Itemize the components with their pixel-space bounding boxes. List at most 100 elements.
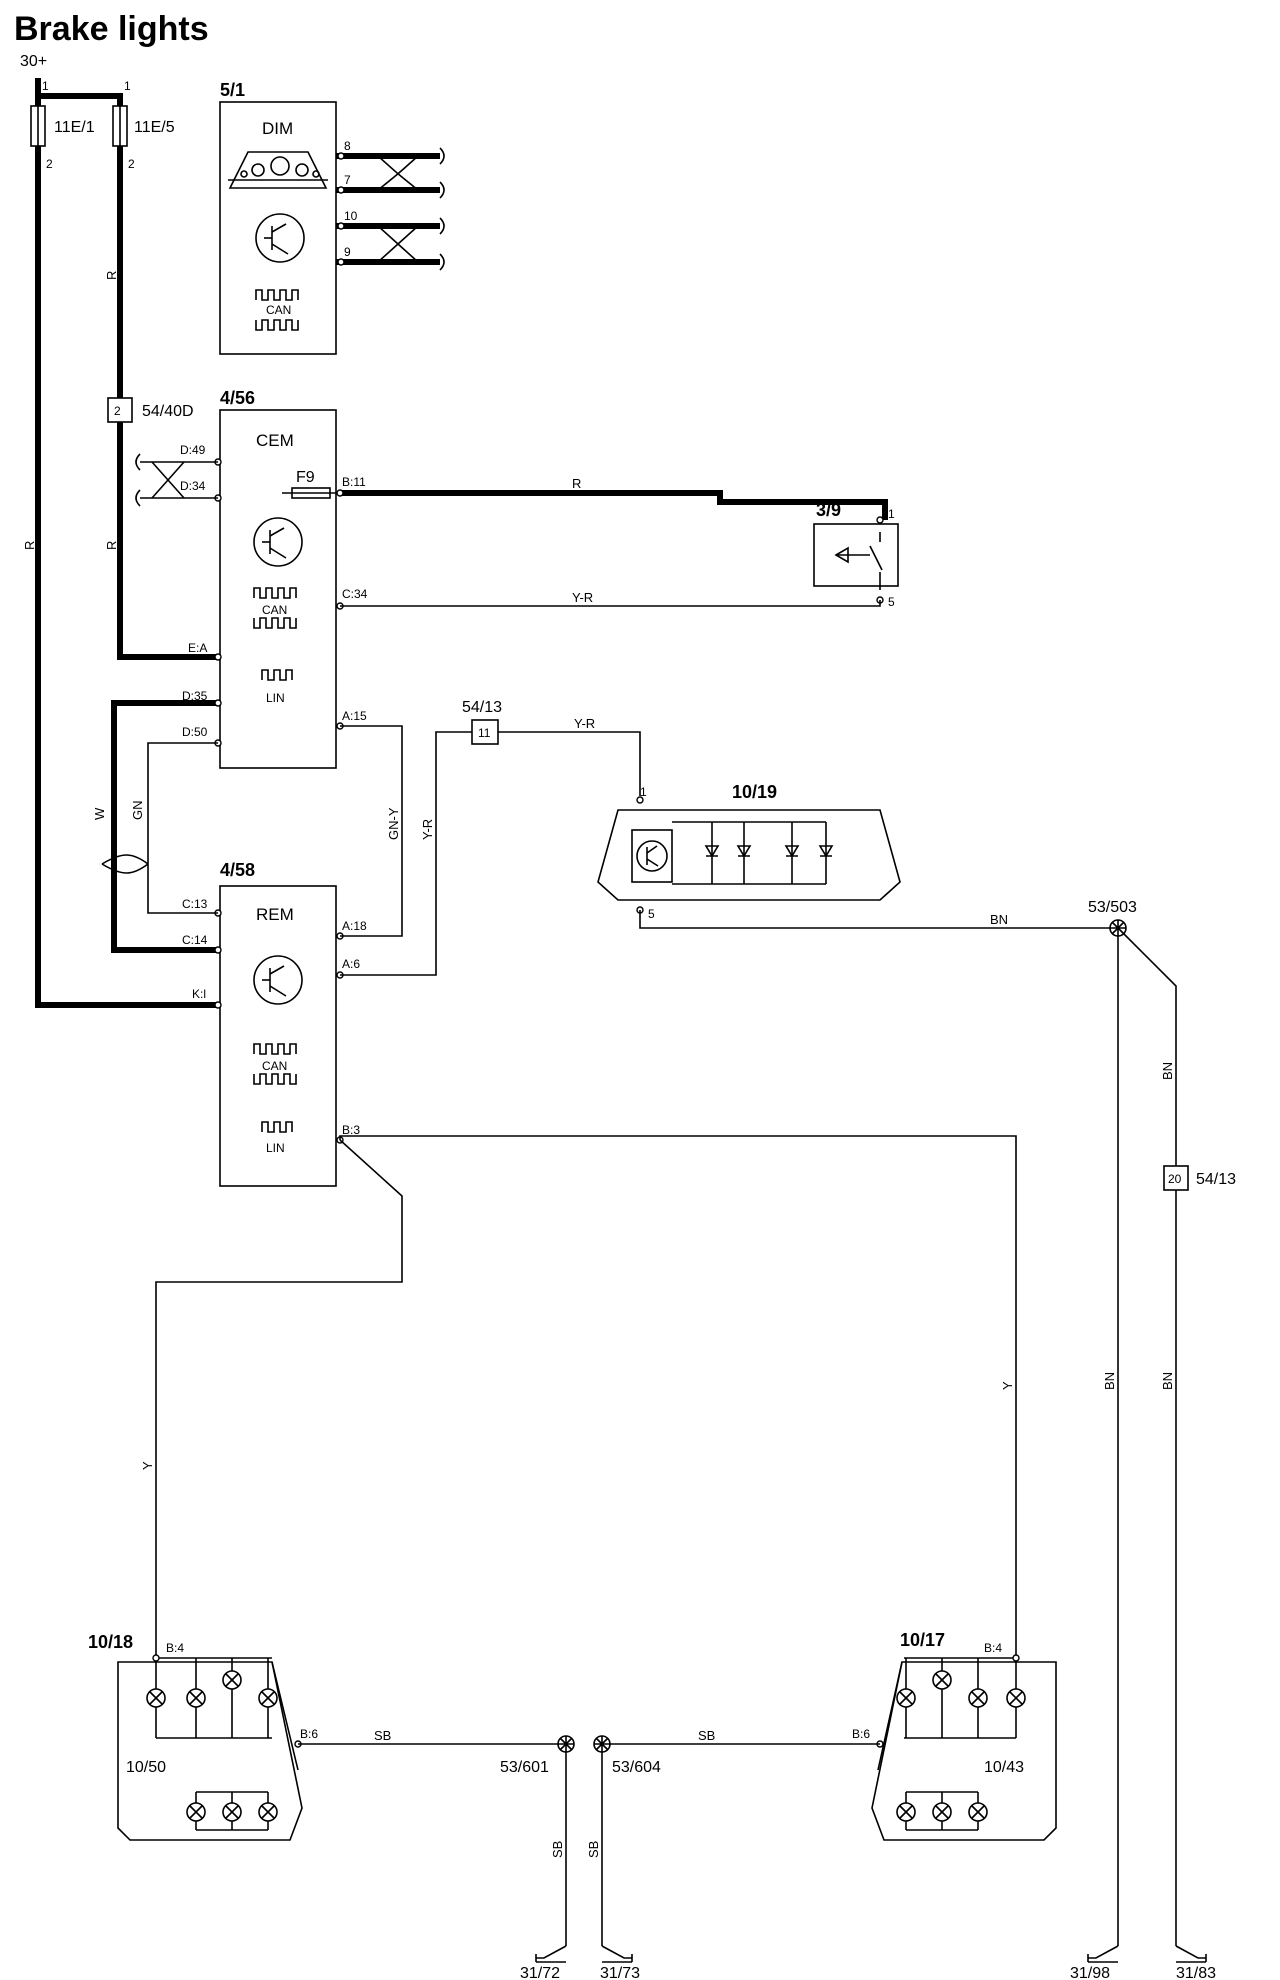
connector-54-13-pin-11: 11 54/13 [462, 699, 502, 745]
cem-pin-d35: D:35 [182, 689, 208, 703]
rem-can-label: CAN [262, 1059, 287, 1073]
cem-pin-d49: D:49 [180, 443, 206, 457]
splice-53-503: 53/503 [1088, 899, 1137, 937]
fuse-11e1-pin-bottom: 2 [46, 157, 53, 171]
supply-wires [35, 93, 888, 1008]
left-rear-lamp: 10/18 B:4 B:6 10/50 [88, 1632, 318, 1841]
wire-bn-54-13 [1123, 933, 1177, 1166]
lin-bus-icon: LIN [261, 669, 293, 705]
wire-y-r-highstop [498, 731, 641, 796]
wire-label-y-1: Y [140, 1461, 155, 1470]
cem-pin-d34: D:34 [180, 479, 206, 493]
wire-c34-switch [340, 600, 881, 607]
left-lamp-pin-b4: B:4 [166, 1641, 184, 1655]
rem-name: REM [256, 905, 294, 924]
wire-label-r-3: R [104, 541, 119, 550]
left-lamp-inner-label: 10/50 [126, 1759, 166, 1776]
high-stop-ref: 10/19 [732, 782, 777, 802]
wire-label-bn-4: BN [1160, 1372, 1175, 1390]
brake-switch-pin-5: 5 [888, 595, 895, 609]
led-icon-2 [736, 822, 752, 884]
bulb-icon [222, 1792, 242, 1830]
bulb-icon [258, 1792, 278, 1830]
led-icon-4 [818, 822, 834, 884]
fuse-11e1: 1 2 11E/1 [30, 78, 95, 171]
high-mount-stop-lamp: 10/19 1 5 [597, 782, 901, 921]
cem-name: CEM [256, 431, 294, 450]
wire-gn-cem-rem [101, 742, 218, 914]
dim-ref: 5/1 [220, 80, 245, 100]
transistor-icon [253, 517, 303, 567]
bulb-icon [968, 1658, 988, 1738]
dim-module: 5/1 DIM CAN [219, 80, 445, 355]
rem-pin-b3: B:3 [342, 1123, 360, 1137]
wire-label-sb-3: SB [550, 1841, 565, 1858]
cem-can-stubs [135, 453, 218, 507]
cem-pin-dots [214, 458, 344, 747]
brake-light-switch: 3/9 1 5 [813, 500, 899, 609]
ground-31-72-label: 31/72 [520, 1965, 560, 1980]
bulb-icon [222, 1658, 242, 1738]
wire-y-r-rem [340, 731, 472, 976]
dim-pin-7: 7 [344, 173, 351, 187]
instrument-cluster-icon [228, 151, 328, 189]
bulb-icon [186, 1792, 206, 1830]
cem-pin-c34: C:34 [342, 587, 368, 601]
splice-53-601: 53/601 [500, 1735, 575, 1776]
ground-31-98-label: 31/98 [1070, 1965, 1110, 1980]
cem-fuse-label: F9 [296, 469, 315, 486]
bulb-icon [186, 1658, 206, 1738]
wire-label-y-2: Y [1000, 1381, 1015, 1390]
rem-ref: 4/58 [220, 860, 255, 880]
bulb-icon [896, 1658, 916, 1738]
wire-label-y-r-2: Y-R [420, 819, 435, 840]
bulb-icon [932, 1792, 952, 1830]
left-lamp-ref: 10/18 [88, 1632, 133, 1652]
wire-label-gn-y: GN-Y [386, 807, 401, 840]
fuse-11e1-pin-top: 1 [42, 79, 49, 93]
right-rear-lamp: 10/17 B:4 B:6 10/43 [852, 1630, 1057, 1841]
wire-label-r-2: R [22, 541, 37, 550]
connector-54-13-pin-20: 20 54/13 [1163, 1165, 1236, 1191]
fuse-11e5-pin-bottom: 2 [128, 157, 135, 171]
bulb-icon [968, 1792, 988, 1830]
rem-pin-a6: A:6 [342, 957, 360, 971]
ground-icon-31-98: 31/98 [1070, 1945, 1119, 1980]
dim-can-label: CAN [266, 303, 291, 317]
wire-label-sb-4: SB [586, 1841, 601, 1858]
brake-switch-ref: 3/9 [816, 500, 841, 520]
rem-pin-c14: C:14 [182, 933, 208, 947]
ground-icon-31-83: 31/83 [1175, 1945, 1216, 1980]
bulb-icon [896, 1792, 916, 1830]
lin-bus-icon: LIN [261, 1121, 293, 1155]
bulb-icon [932, 1658, 952, 1738]
connector-54-13-pin: 11 [478, 726, 491, 740]
cem-module: 4/56 CEM F9 CAN LIN D:49 D:34 B:11 [180, 388, 368, 769]
rem-lin-label: LIN [266, 1141, 285, 1155]
can-bus-icon: CAN [255, 289, 299, 331]
rem-module: 4/58 REM CAN LIN C:13 C:14 K:l A:18 A:6 … [182, 860, 367, 1187]
wire-y-left [155, 1139, 403, 1656]
wire-y-right [339, 1135, 1017, 1656]
led-icon-1 [704, 822, 720, 884]
dim-pin-8: 8 [344, 139, 351, 153]
ground-icon-31-73: 31/73 [600, 1945, 640, 1980]
brake-switch-pin-1: 1 [888, 507, 895, 521]
page-title: Brake lights [14, 10, 209, 48]
dim-can-wires [336, 147, 445, 271]
connector-54-40d: 2 54/40D [107, 397, 194, 423]
right-lamp-ref: 10/17 [900, 1630, 945, 1650]
wire-label-y-r-1: Y-R [572, 590, 593, 605]
ground-31-73-label: 31/73 [600, 1965, 640, 1980]
wire-label-r-1: R [104, 271, 119, 280]
connector-54-13-b-pin: 20 [1168, 1172, 1182, 1186]
cem-pin-d50: D:50 [182, 725, 208, 739]
fuse-11e1-label: 11E/1 [54, 119, 95, 136]
right-lamp-pin-b4: B:4 [984, 1641, 1002, 1655]
fuse-11e5-label: 11E/5 [134, 119, 175, 136]
cem-ref: 4/56 [220, 388, 255, 408]
wire-label-bn-3: BN [1102, 1372, 1117, 1390]
bulb-icon [258, 1658, 278, 1738]
right-lamp-pin-b6: B:6 [852, 1727, 870, 1741]
connector-54-40d-pin: 2 [114, 404, 121, 418]
